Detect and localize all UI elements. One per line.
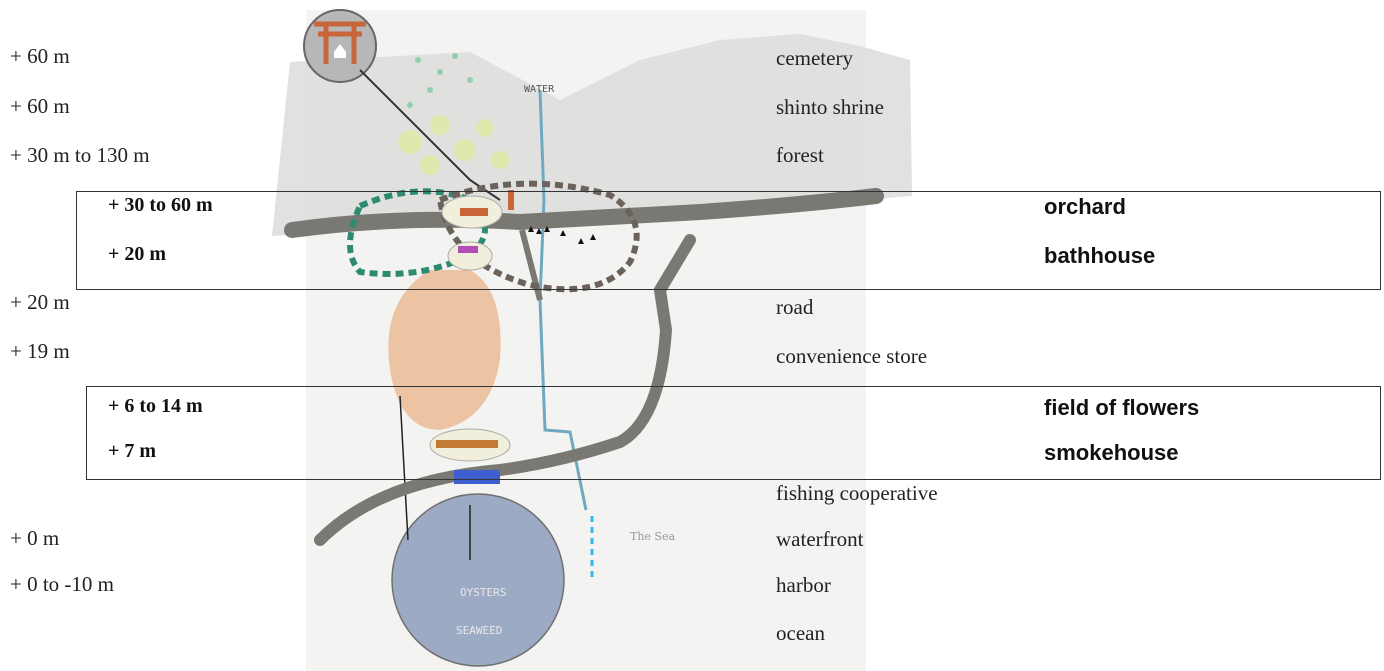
elevation-waterfront: + 0 m — [10, 526, 59, 551]
place-cemetery: cemetery — [776, 46, 853, 71]
elevation-orchard: + 30 to 60 m — [108, 194, 213, 217]
elevation-cemetery: + 60 m — [10, 44, 70, 69]
elevation-forest: + 30 m to 130 m — [10, 143, 150, 168]
place-field-of-flowers: field of flowers — [1044, 395, 1199, 421]
elevation-smokehouse: + 7 m — [108, 440, 156, 463]
sea-label: The Sea — [630, 530, 675, 543]
elevation-bathhouse: + 20 m — [108, 243, 166, 266]
place-waterfront: waterfront — [776, 527, 863, 552]
place-smokehouse: smokehouse — [1044, 440, 1179, 466]
elevation-harbor: + 0 to -10 m — [10, 572, 114, 597]
elevation-road: + 20 m — [10, 290, 70, 315]
seaweed-label: SEAWEED — [456, 624, 502, 637]
place-ocean: ocean — [776, 621, 825, 646]
elevation-convenience-store: + 19 m — [10, 339, 70, 364]
place-bathhouse: bathhouse — [1044, 243, 1155, 269]
water-label: WATER — [524, 84, 555, 95]
place-fishing-cooperative: fishing cooperative — [776, 481, 938, 506]
place-road: road — [776, 295, 813, 320]
elevation-shrine: + 60 m — [10, 94, 70, 119]
place-orchard: orchard — [1044, 194, 1126, 220]
place-shrine: shinto shrine — [776, 95, 884, 120]
elevation-field-of-flowers: + 6 to 14 m — [108, 395, 203, 418]
highlight-box-upper — [76, 191, 1381, 290]
place-convenience-store: convenience store — [776, 344, 927, 369]
oysters-label: OYSTERS — [460, 586, 506, 599]
ocean-circle — [392, 494, 564, 666]
place-harbor: harbor — [776, 573, 831, 598]
place-forest: forest — [776, 143, 824, 168]
